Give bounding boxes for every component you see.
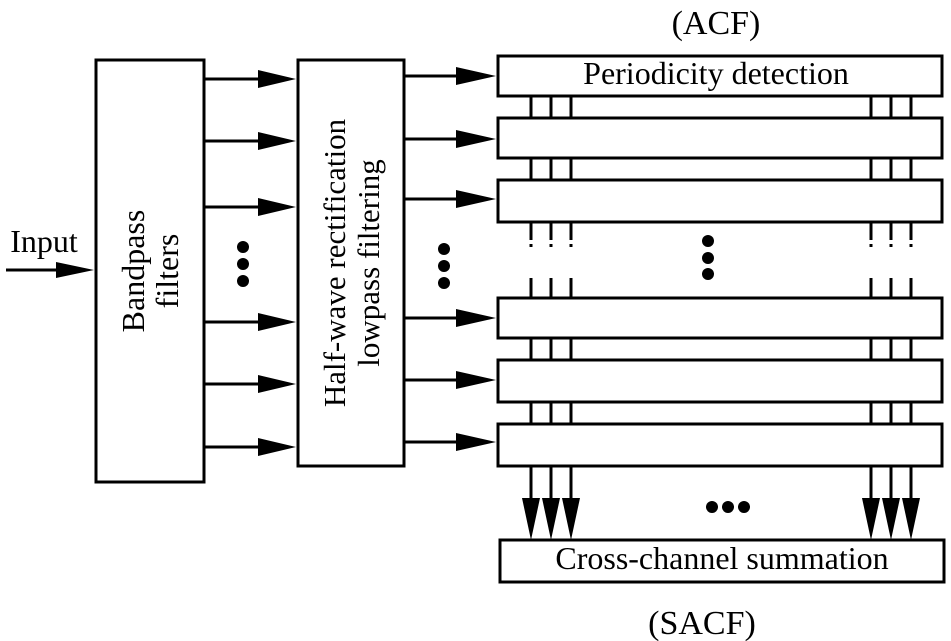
- ellipsis-dots-4: [706, 501, 750, 513]
- bandpass-label-line1: Bandpass: [115, 210, 151, 333]
- periodicity-label: Periodicity detection: [583, 55, 849, 91]
- rectification-box: Half-wave rectification lowpass filterin…: [296, 58, 406, 468]
- input-arrow: [6, 262, 94, 278]
- bandpass-filters-box: Bandpass filters: [94, 58, 206, 484]
- rectification-label-line1: Half-wave rectification: [317, 118, 352, 407]
- summation-arrows-left: [522, 498, 580, 540]
- periodicity-box-4: [496, 296, 944, 340]
- ellipsis-dots-2: [438, 243, 450, 289]
- rectifier-to-periodicity-arrows: [404, 67, 496, 451]
- periodicity-box-1: [496, 54, 944, 98]
- summation-box: [498, 538, 946, 584]
- periodicity-box-2: [496, 116, 944, 160]
- input-label: Input: [10, 223, 78, 259]
- periodicity-box-6: [496, 422, 944, 468]
- periodicity-box-3: [496, 178, 944, 224]
- rectification-label-line2: lowpass filtering: [351, 159, 386, 367]
- ellipsis-dots-1: [237, 241, 249, 287]
- ellipsis-dots-3: [702, 235, 714, 280]
- periodicity-boxes: [496, 54, 944, 468]
- summation-arrows-right: [862, 498, 920, 540]
- periodicity-box-5: [496, 358, 944, 404]
- filter-to-rectifier-arrows: [204, 70, 296, 456]
- acf-label: (ACF): [672, 5, 761, 42]
- sacf-label: (SACF): [648, 605, 756, 641]
- bandpass-label-line2: filters: [149, 234, 185, 309]
- channel-gap-lines: [529, 96, 913, 118]
- summation-label: Cross-channel summation: [555, 540, 888, 576]
